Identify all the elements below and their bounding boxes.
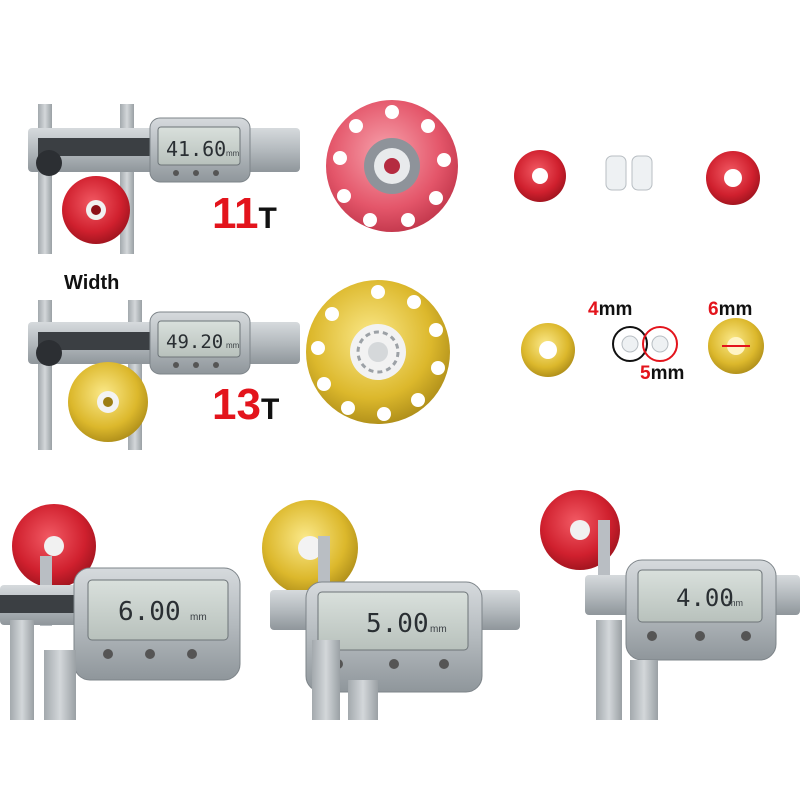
- caliper-11t: 41.60 mm: [28, 104, 300, 254]
- caliper-6mm: 6.00 mm: [0, 504, 241, 720]
- lcd-reading-11t: 41.60: [166, 137, 226, 161]
- size-label-5mm: 5mm: [640, 364, 684, 383]
- pulley-large-gold-13t: [306, 280, 450, 424]
- size-unit-4: mm: [598, 299, 633, 320]
- washer-gold-left: [521, 323, 575, 377]
- svg-text:mm: mm: [190, 612, 207, 623]
- lcd-reading-5mm: 5.00: [366, 609, 429, 639]
- bushings-clear: [605, 155, 653, 191]
- width-label: Width: [64, 272, 120, 294]
- svg-text:mm: mm: [728, 598, 743, 608]
- teeth-count-13: 13: [212, 380, 261, 429]
- pulley-small-red-11t: [62, 176, 130, 244]
- bushing-5mm-circled: [642, 326, 678, 362]
- caliper-5mm: 5.00 mm: [262, 500, 520, 720]
- size-unit-5: mm: [650, 363, 685, 384]
- washer-red-left: [514, 150, 566, 202]
- bushing-4mm-circled: [612, 326, 648, 362]
- size-value-6: 6: [708, 299, 719, 320]
- teeth-unit-13: T: [260, 393, 280, 426]
- pulley-large-pink-11t: [326, 100, 458, 232]
- teeth-label-13t: 13T: [212, 383, 279, 427]
- lcd-reading-13t: 49.20: [166, 331, 223, 353]
- lcd-reading-6mm: 6.00: [118, 597, 181, 627]
- caliper-4mm: 4.00 mm: [540, 490, 800, 720]
- size-label-4mm: 4mm: [588, 300, 632, 319]
- teeth-unit-11: T: [258, 202, 277, 235]
- size-value-4: 4: [588, 299, 599, 320]
- size-unit-6: mm: [718, 299, 753, 320]
- washer-red-right: [706, 151, 760, 205]
- svg-text:mm: mm: [226, 149, 240, 158]
- teeth-count-11: 11: [212, 189, 259, 238]
- size-label-6mm: 6mm: [708, 300, 752, 319]
- size-value-5: 5: [640, 363, 651, 384]
- teeth-label-11t: 11T: [212, 192, 277, 236]
- svg-text:mm: mm: [226, 341, 240, 350]
- lcd-reading-4mm: 4.00: [676, 584, 734, 612]
- washer-gold-right-6mm: [708, 318, 764, 374]
- pulley-small-gold-13t: [68, 362, 148, 442]
- svg-text:mm: mm: [430, 624, 447, 635]
